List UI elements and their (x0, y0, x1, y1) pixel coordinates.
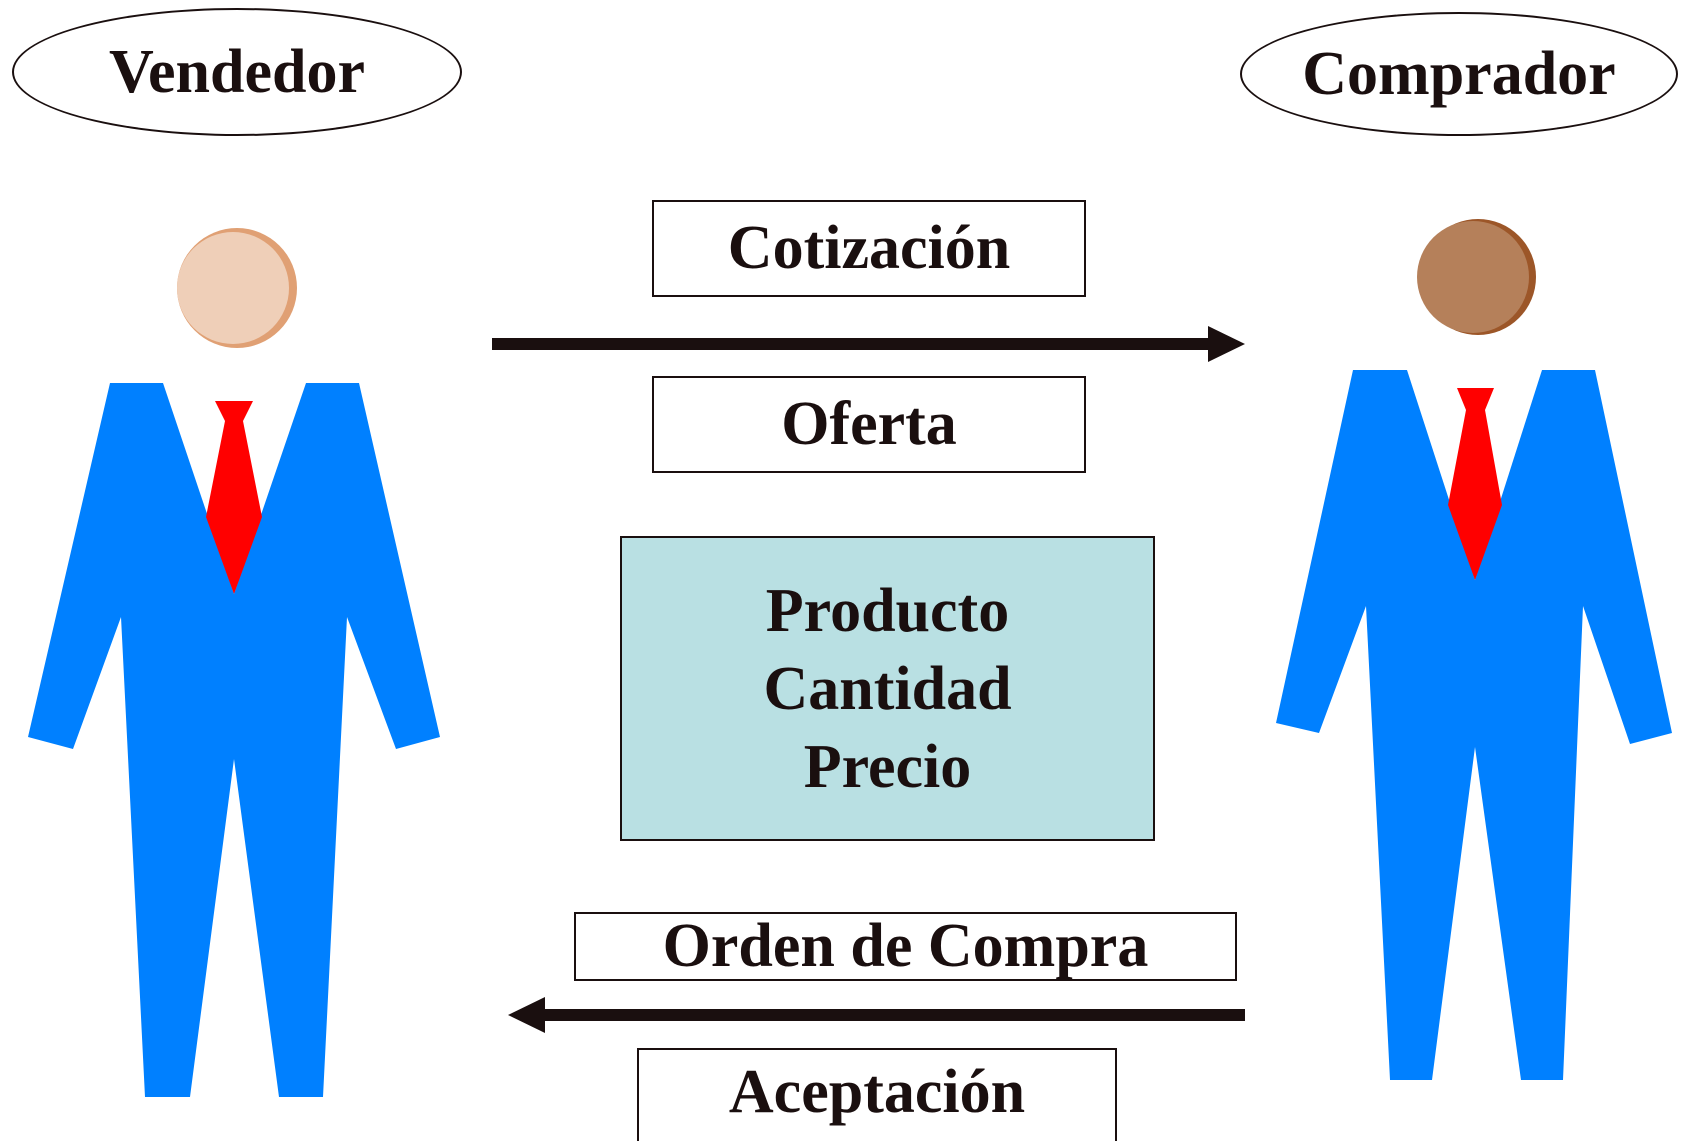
terms-box: Producto Cantidad Precio (620, 536, 1155, 841)
term-price: Precio (803, 732, 972, 801)
quote-label: Cotización (652, 200, 1086, 297)
acceptance-label: Aceptación (637, 1048, 1117, 1141)
quote-text: Cotización (727, 214, 1011, 282)
seller-role-label: Vendedor (12, 8, 462, 136)
purchase-order-text: Orden de Compra (662, 912, 1149, 980)
seller-head (177, 232, 289, 344)
acceptance-text: Aceptación (728, 1057, 1026, 1126)
seller-role-text: Vendedor (108, 37, 366, 106)
purchase-order-label: Orden de Compra (574, 912, 1237, 981)
buyer-tie (1448, 388, 1502, 580)
offer-label: Oferta (652, 376, 1086, 473)
term-quantity: Cantidad (763, 654, 1012, 723)
arrow-right-icon (492, 326, 1245, 362)
buyer-suit (1276, 370, 1672, 1080)
offer-text: Oferta (781, 390, 957, 458)
term-product: Producto (765, 576, 1010, 645)
seller-suit (28, 383, 440, 1097)
arrow-left-icon (508, 997, 1245, 1033)
seller-tie (206, 401, 262, 594)
buyer-role-text: Comprador (1302, 39, 1616, 108)
buyer-head (1417, 221, 1529, 333)
buyer-role-label: Comprador (1240, 12, 1678, 136)
